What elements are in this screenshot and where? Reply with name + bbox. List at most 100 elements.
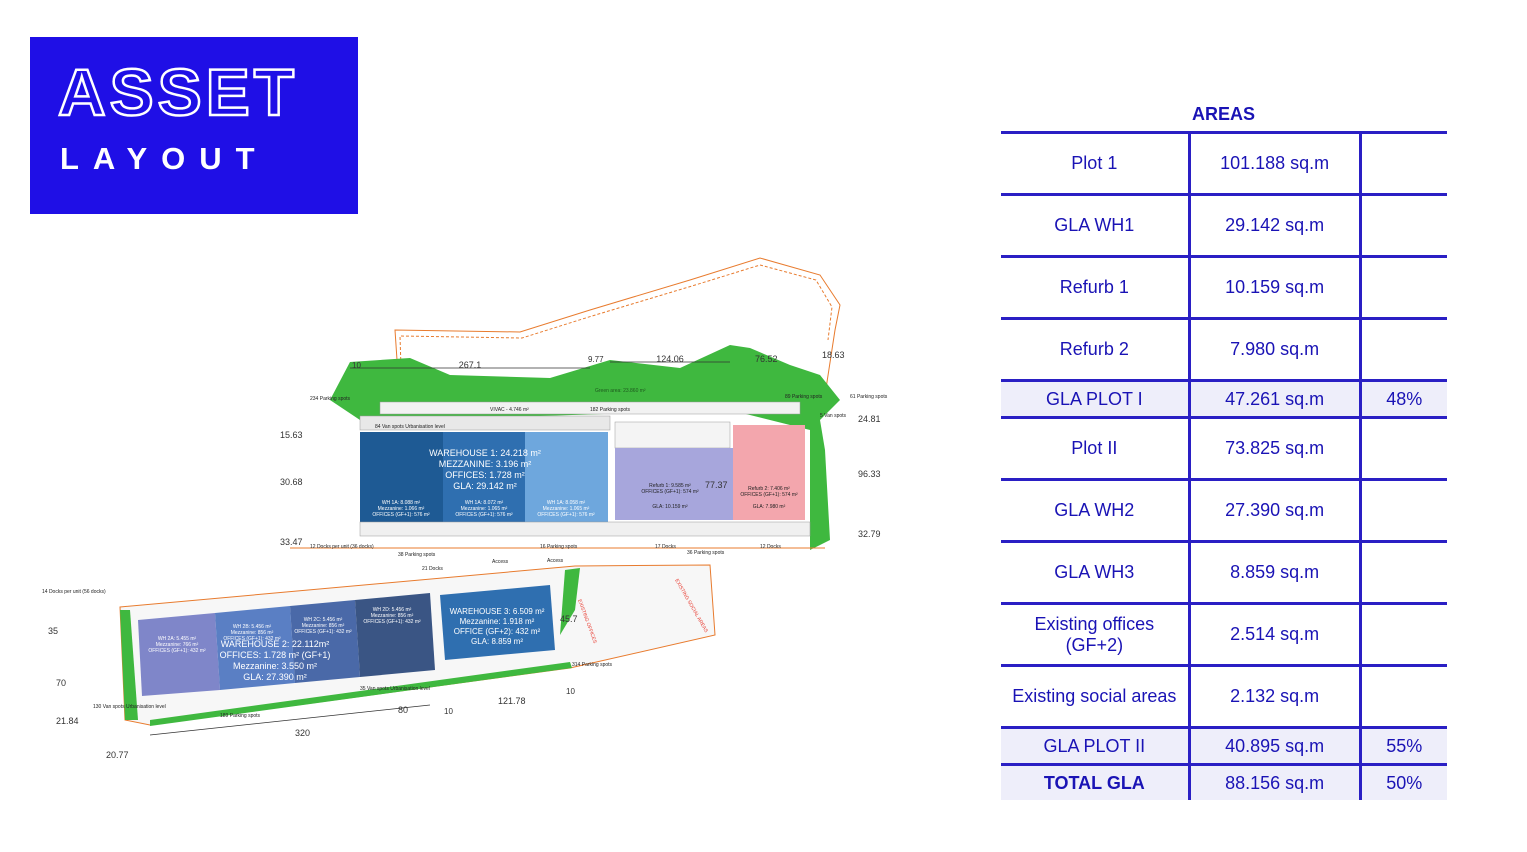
- dim-2077: 20.77: [106, 750, 129, 760]
- wh1c-mezz: Mezzanine: 1.065 m²: [543, 506, 590, 512]
- table-row: GLA WH3 8.859 sq.m: [1001, 540, 1447, 604]
- dim-977: 9.77: [588, 355, 604, 364]
- wh1b-mezz: Mezzanine: 1.065 m²: [461, 506, 508, 512]
- refurb1-off: OFFICES (GF+1): 574 m²: [641, 489, 699, 495]
- wh3-block: [440, 585, 555, 660]
- wh2b-mezz: Mezzanine: 856 m²: [231, 630, 274, 636]
- green-strip-mid: [560, 568, 580, 635]
- area-value: 2.514 sq.m: [1189, 602, 1362, 666]
- label-parking-89: 89 Parking spots: [785, 394, 823, 400]
- table-row: GLA WH2 27.390 sq.m: [1001, 478, 1447, 542]
- area-value: 2.132 sq.m: [1189, 664, 1362, 728]
- table-row: Plot II 73.825 sq.m: [1001, 416, 1447, 480]
- green-strip-south: [150, 662, 572, 726]
- dim-320: 320: [295, 728, 310, 738]
- wh1-title: WAREHOUSE 1: 24.218 m²: [429, 448, 541, 458]
- dim-10b: 10: [444, 707, 453, 716]
- label-access-2: Access: [547, 558, 564, 564]
- label-parking-234: 234 Parking spots: [310, 396, 351, 402]
- label-parking-189: 189 Parking spots: [220, 713, 261, 719]
- area-value: 29.142 sq.m: [1189, 193, 1362, 257]
- area-name: Refurb 1: [1001, 255, 1191, 319]
- page-subtitle: LAYOUT: [60, 141, 269, 176]
- label-parking-16: 16 Parking spots: [540, 544, 578, 550]
- area-name: Existing offices (GF+2): [1001, 602, 1191, 666]
- area-pct: 50%: [1360, 763, 1447, 800]
- docks-strip-plot1: [359, 521, 811, 537]
- label-parking-38: 38 Parking spots: [398, 552, 436, 558]
- table-row-total: TOTAL GLA 88.156 sq.m 50%: [1001, 763, 1447, 800]
- wh1c-label: WH 1A: 8.058 m²: [547, 500, 586, 506]
- label-van-5: 5 Van spots: [820, 413, 847, 419]
- table-row: Refurb 2 7.980 sq.m: [1001, 317, 1447, 381]
- label-vivac: VIVAC - 4.746 m²: [490, 407, 529, 413]
- wh2-gla: GLA: 27.390 m²: [243, 672, 307, 682]
- table-row: Plot 1 101.188 sq.m: [1001, 131, 1447, 195]
- wh1a-block: [360, 432, 443, 522]
- wh2-off: OFFICES: 1.728 m² (GF+1): [220, 650, 331, 660]
- label-parking-314: 314 Parking spots: [572, 662, 613, 668]
- wh1c-block: [525, 432, 608, 522]
- wh3-title: WAREHOUSE 3: 6.509 m²: [450, 607, 545, 616]
- wh1b-block: [443, 432, 525, 522]
- dim-457: 45.7: [560, 614, 578, 624]
- area-value: 40.895 sq.m: [1189, 726, 1362, 765]
- plot-boundary-north: [394, 257, 841, 406]
- area-pct: 55%: [1360, 726, 1447, 765]
- green-strip-west: [120, 610, 138, 720]
- area-value: 27.390 sq.m: [1189, 478, 1362, 542]
- area-name: Plot 1: [1001, 131, 1191, 195]
- site-plan: 267.1 10 9.77 124.06 76.52 18.63 Green a…: [42, 257, 888, 760]
- label-docks-17: 17 Docks: [655, 544, 676, 550]
- dim-10c: 10: [566, 687, 575, 696]
- wh1a-label: WH 1A: 8.088 m²: [382, 500, 421, 506]
- label-access-1: Access: [492, 559, 509, 565]
- areas-table: Plot 1 101.188 sq.m GLA WH1 29.142 sq.m …: [1001, 131, 1447, 800]
- wh3-gla: GLA: 8.859 m²: [471, 637, 523, 646]
- label-van-130: 130 Van spots Urbanisation level: [93, 704, 166, 710]
- table-row-subtotal: GLA PLOT II 40.895 sq.m 55%: [1001, 726, 1447, 765]
- wh1a-mezz: Mezzanine: 1.066 m²: [378, 506, 425, 512]
- area-value: 8.859 sq.m: [1189, 540, 1362, 604]
- area-pct: [1360, 131, 1447, 195]
- table-row: Existing social areas 2.132 sq.m: [1001, 664, 1447, 728]
- wh1c-off: OFFICES (GF+1): 576 m²: [537, 512, 595, 518]
- wh1b-label: WH 1A: 8.072 m²: [465, 500, 504, 506]
- area-value: 7.980 sq.m: [1189, 317, 1362, 381]
- refurb2-block: [733, 425, 805, 520]
- parking-refurb1: [614, 421, 731, 449]
- label-docks-12: 12 Docks: [760, 544, 781, 550]
- refurb2-label: Refurb 2: 7.406 m²: [748, 486, 790, 492]
- area-name: Plot II: [1001, 416, 1191, 480]
- area-name: TOTAL GLA: [1001, 763, 1191, 800]
- wh2b-label: WH 2B: 5.456 m²: [233, 624, 272, 630]
- refurb1-block: [615, 448, 733, 520]
- areas-title: AREAS: [1191, 104, 1255, 124]
- parking-strip-north: [379, 401, 801, 415]
- dim-3347: 33.47: [280, 537, 303, 547]
- wh2c-off: OFFICES (GF+1): 432 m²: [294, 629, 352, 635]
- dim-124: 124.06: [656, 354, 684, 364]
- area-name: GLA PLOT I: [1001, 379, 1191, 418]
- dim-267: 267.1: [459, 360, 482, 370]
- wh2a-mezz: Mezzanine: 766 m²: [156, 642, 199, 648]
- wh2a-block: [138, 613, 220, 696]
- table-row: Existing offices (GF+2) 2.514 sq.m: [1001, 602, 1447, 666]
- dim-9633: 96.33: [858, 469, 881, 479]
- wh3-mezz: Mezzanine: 1.918 m²: [460, 617, 535, 626]
- dim-2184: 21.84: [56, 716, 79, 726]
- area-pct: [1360, 317, 1447, 381]
- title-block: ASSET LAYOUT: [30, 37, 358, 214]
- label-van-84: 84 Van spots Urbanisation level: [375, 424, 445, 430]
- dim-35: 35: [48, 626, 58, 636]
- area-pct: [1360, 193, 1447, 257]
- wh2d-block: [355, 593, 435, 677]
- dim-3068: 30.68: [280, 477, 303, 487]
- label-van-35: 35 Van spots Urbanisation level: [360, 686, 430, 692]
- area-name: GLA PLOT II: [1001, 726, 1191, 765]
- table-row: GLA WH1 29.142 sq.m: [1001, 193, 1447, 257]
- wh2a-off: OFFICES (GF+1): 432 m²: [148, 648, 206, 654]
- dim-7652: 76.52: [755, 354, 778, 364]
- area-name: Refurb 2: [1001, 317, 1191, 381]
- area-name: GLA WH2: [1001, 478, 1191, 542]
